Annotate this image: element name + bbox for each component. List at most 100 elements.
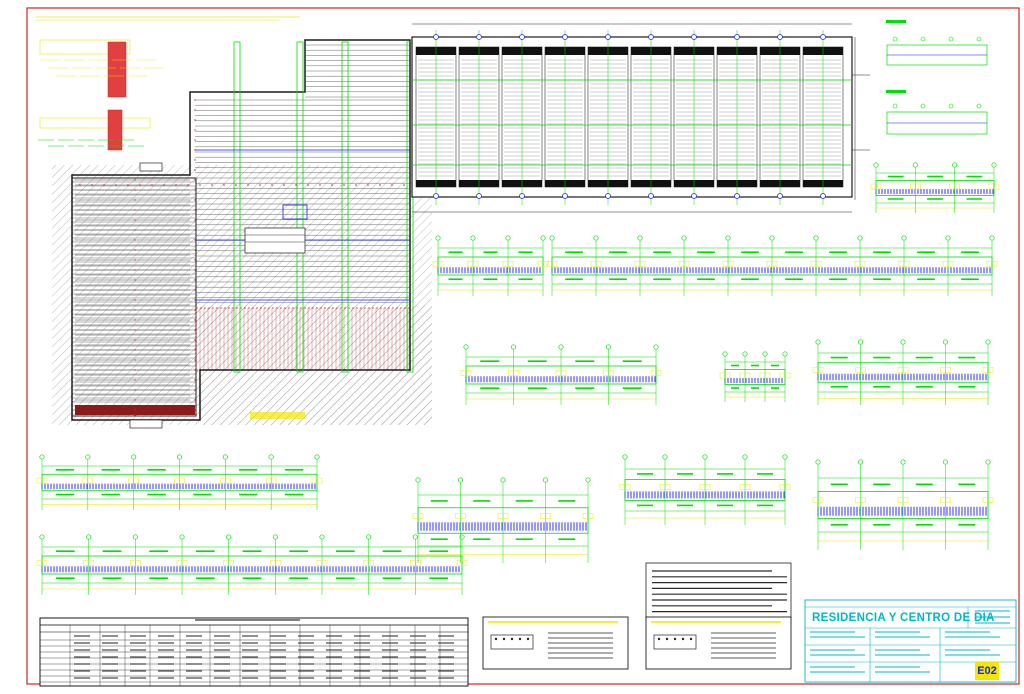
column-marker-icon [562, 193, 568, 199]
beam-elevation-7-part [412, 534, 418, 540]
beam-elevation-1-part [540, 235, 546, 241]
beam-elevation-9-part [739, 484, 751, 490]
edge-dot [134, 389, 136, 391]
beam-elevation-9-part [659, 484, 671, 490]
edge-dot [194, 359, 196, 361]
column-marker-icon [777, 34, 783, 40]
beam-elevation-7-part [456, 559, 468, 566]
beam-elevation-9-part [782, 454, 788, 460]
beam-elevation-4 [719, 351, 791, 402]
beam-elevation-7 [36, 534, 468, 595]
beam-elevation-2-part [722, 260, 734, 267]
beam-elevation-7-part [83, 559, 94, 566]
edge-dot [194, 299, 196, 301]
beam-elevation-5-part [897, 367, 909, 373]
beam-elevation-7-part [459, 534, 465, 540]
beam-elevation-6-part [36, 477, 48, 484]
detail-legend-2-section [653, 634, 697, 650]
beam-elevation-6-part [220, 477, 231, 484]
building-outline [71, 39, 411, 421]
section-label [886, 20, 906, 23]
beam-elevation-8-part [455, 513, 466, 519]
beam-elevation-1 [432, 235, 549, 296]
edge-dot [134, 299, 136, 301]
beam-elevation-8-part [540, 513, 551, 519]
beam-elevation-7-part [39, 534, 45, 540]
edge-dot [403, 184, 405, 186]
edge-dot [319, 184, 321, 186]
beam-elevation-2-part [942, 260, 954, 267]
beam-elevation-7-part [319, 534, 325, 540]
beam-elevation-1-part [432, 260, 444, 267]
beam-main [341, 41, 349, 373]
edge-dot [134, 219, 136, 221]
beam-elevation-10-part [942, 459, 949, 465]
edge-dot [247, 184, 249, 186]
detail-legend-2-bar [689, 637, 693, 641]
beam-elevation-3-part [558, 344, 564, 350]
detail-legend-1-bar [518, 637, 522, 641]
beam-elevation-8 [412, 477, 594, 563]
edge-dot [295, 184, 297, 186]
column-marker-icon [777, 193, 783, 199]
edge-dot [194, 179, 196, 181]
beam-elevation-10-part [815, 459, 821, 465]
detail-legend-2-bar [681, 637, 685, 641]
edge-dot [134, 279, 136, 281]
beam-elevation-11-part [991, 162, 997, 168]
beam-elevation-9-part [702, 454, 708, 460]
edge-dot [194, 339, 196, 341]
beam-elevation-8-part [415, 477, 421, 483]
beam-elevation-2-part [681, 235, 687, 241]
beam-elevation-11-part [912, 162, 918, 168]
beam-elevation-4-part [739, 372, 751, 379]
beam-elevation-6-part [265, 477, 277, 484]
edge-dot [134, 289, 136, 291]
edge-dot [134, 399, 136, 401]
column-marker-icon [519, 193, 525, 199]
beam-elevation-1-part [505, 235, 511, 241]
column-marker-icon [691, 34, 697, 40]
edge-dot [134, 239, 136, 241]
beam-elevation-7-part [86, 534, 92, 540]
beam-elevation-10-part [812, 497, 824, 504]
detail-legend-1-bar [494, 637, 498, 641]
beam-elevation-8-part [542, 477, 549, 483]
edge-dot [194, 149, 196, 151]
beam-elevation-3-part [605, 344, 612, 350]
beam-elevation-10-part [940, 497, 951, 504]
beam-elevation-2-part [986, 260, 998, 267]
beam-elevation-9-part [699, 484, 711, 490]
beam-elevation-2-part [901, 235, 907, 241]
detail-box [39, 117, 151, 129]
edge-dot [194, 219, 196, 221]
edge-dot [259, 184, 261, 186]
beam-elevation-4-part [759, 372, 771, 379]
zone-label [250, 412, 305, 419]
edge-dot [223, 184, 225, 186]
beam-elevation-3-part [510, 344, 517, 350]
column-marker-icon [976, 36, 982, 42]
edge-dot [199, 184, 201, 186]
beam-elevation-2-part [549, 235, 555, 241]
edge-dot [194, 389, 196, 391]
column-marker-icon [948, 103, 954, 109]
detail-legend-2-bar [665, 637, 669, 641]
sheet-code: E02 [975, 662, 999, 680]
edge-dot [127, 184, 129, 186]
column-marker-icon [648, 34, 654, 40]
edge-dot [194, 279, 196, 281]
beam-elevation-6-part [314, 454, 320, 460]
beam-elevation-2-part [725, 235, 731, 241]
beam-elevation-8-part [457, 477, 464, 483]
edge-dot [194, 239, 196, 241]
beam-elevation-7-part [176, 559, 188, 566]
edge-dot [175, 184, 177, 186]
edge-dot [194, 229, 196, 231]
beam-elevation-9-part [662, 454, 668, 460]
beam-elevation-4-part [722, 351, 728, 357]
beam-elevation-1-part [470, 235, 476, 241]
edge-dot [134, 189, 136, 191]
beam-elevation-5 [812, 339, 994, 405]
